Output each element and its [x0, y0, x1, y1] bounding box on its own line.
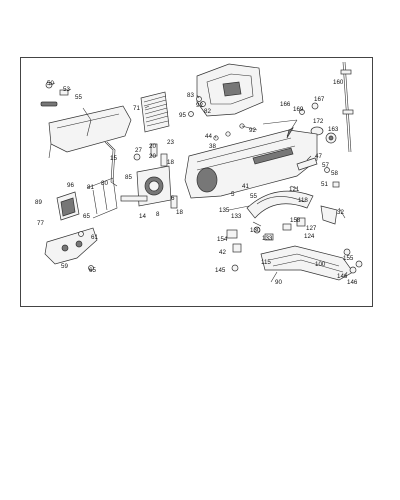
- part-label: 154: [217, 236, 228, 243]
- part-label: 163: [328, 126, 339, 133]
- part-label: 51: [321, 181, 328, 188]
- part-label: 127: [306, 225, 317, 232]
- part-label: 95: [179, 112, 186, 119]
- part-label: 27: [135, 147, 142, 154]
- part-label: 124: [304, 233, 315, 240]
- antenna-rod-part: [340, 61, 354, 153]
- fastener-cluster-part: [188, 96, 245, 141]
- part-label: 133: [231, 213, 242, 220]
- hardware-cluster-part: [226, 217, 306, 272]
- part-label: 92: [249, 127, 256, 134]
- part-label: 100: [315, 261, 326, 268]
- part-label: 90: [275, 279, 282, 286]
- part-label: 20: [149, 153, 156, 160]
- part-label: 5: [231, 191, 235, 198]
- part-label: 65: [83, 213, 90, 220]
- lamp-trim-part: [56, 191, 80, 221]
- part-label: 20: [149, 143, 156, 150]
- part-label: 115: [261, 259, 271, 266]
- part-label: 58: [331, 170, 338, 177]
- wheel-arch-liner-part: [246, 190, 314, 219]
- bumper-cover-part: [44, 227, 98, 271]
- part-label: 130: [250, 227, 261, 234]
- support-bracket-part: [104, 141, 168, 187]
- part-label: 38: [209, 143, 216, 150]
- part-label: 71: [133, 105, 140, 112]
- exploded-parts-diagram: 50 53 55 71 83 92 95 82 44 38 92 160 166…: [35, 61, 363, 286]
- part-label: 158: [290, 217, 301, 224]
- part-label: 135: [219, 207, 230, 214]
- part-label: 145: [215, 267, 226, 274]
- part-label: 85: [125, 174, 132, 181]
- part-label: 15: [110, 155, 117, 162]
- part-label: 55: [250, 193, 257, 200]
- part-label: 57: [322, 162, 329, 169]
- rocker-panel-part: [260, 245, 363, 281]
- part-label: 55: [75, 94, 82, 101]
- part-label: 172: [313, 118, 324, 125]
- side-trim-strip-part: [296, 157, 340, 188]
- part-label: 77: [37, 220, 44, 227]
- part-label: 53: [63, 86, 70, 93]
- part-label: 146: [337, 273, 348, 280]
- part-label: 146: [347, 279, 358, 286]
- part-label: 61: [91, 234, 98, 241]
- part-label: 14: [139, 213, 146, 220]
- part-label: 167: [314, 96, 325, 103]
- part-label: 133: [262, 235, 273, 242]
- part-label: 82: [204, 108, 211, 115]
- rear-upper-panel-part: [196, 63, 264, 117]
- part-labels: 50 53 55 71 83 92 95 82 44 38 92 160 166…: [35, 79, 358, 286]
- part-label: 65: [89, 267, 96, 274]
- part-label: 160: [333, 79, 344, 86]
- part-label: 89: [35, 199, 42, 206]
- part-label: 92: [196, 102, 203, 109]
- part-label: 18: [167, 159, 174, 166]
- part-label: 44: [205, 133, 212, 140]
- part-label: 169: [293, 106, 304, 113]
- part-label: 166: [280, 101, 291, 108]
- part-label: 47: [315, 153, 322, 160]
- part-label: 118: [298, 197, 308, 204]
- part-label: 121: [289, 186, 300, 193]
- diagram-frame: 50 53 55 71 83 92 95 82 44 38 92 160 166…: [20, 57, 373, 307]
- part-label: 83: [187, 92, 194, 99]
- part-label: 32: [337, 209, 344, 216]
- part-label: 23: [167, 139, 174, 146]
- main-side-panel-part: [184, 119, 318, 199]
- part-label: 59: [61, 263, 68, 270]
- part-label: 18: [176, 209, 183, 216]
- part-label: 81: [87, 184, 94, 191]
- body-panel-part: [48, 105, 132, 159]
- part-label: 50: [47, 80, 54, 87]
- part-label: 6: [171, 195, 175, 202]
- part-label: 42: [219, 249, 226, 256]
- part-label: 96: [67, 182, 74, 189]
- bracket-group-part: [86, 177, 178, 219]
- grille-part: [140, 91, 170, 133]
- leader-lines: [48, 82, 348, 283]
- part-label: 41: [242, 183, 249, 190]
- part-label: 8: [156, 211, 160, 218]
- part-label: 80: [101, 180, 108, 187]
- mudflap-part: [320, 205, 346, 225]
- part-label: 155: [343, 255, 354, 262]
